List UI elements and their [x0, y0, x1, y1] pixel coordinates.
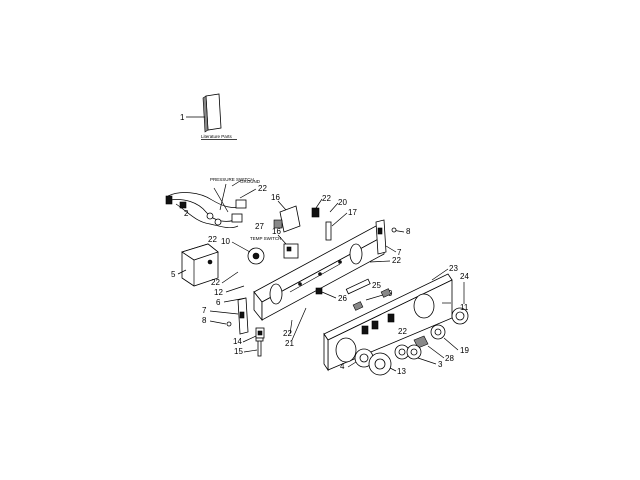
selector-switch	[247, 247, 265, 265]
literature-booklet	[186, 93, 222, 133]
wire-harness	[165, 183, 247, 229]
temp-switch	[283, 243, 299, 259]
switch-rod	[345, 278, 371, 295]
timer-upper	[273, 205, 301, 233]
callout-5: 5	[171, 270, 176, 279]
ground-note: GROUND	[240, 179, 261, 184]
pressure-switch-note: PRESSURE SWITCH	[210, 177, 254, 182]
callout-13: 13	[397, 367, 406, 376]
clip-part	[311, 207, 320, 218]
temp-switch-note: TEMP SWITCH	[250, 236, 281, 241]
callout-20: 20	[338, 198, 347, 207]
end-cap-left	[237, 297, 249, 335]
callout-4: 4	[340, 362, 345, 371]
callout-22-a: 22	[258, 184, 267, 193]
callout-16-b: 16	[272, 227, 281, 236]
knob-4	[354, 348, 374, 368]
callout-25: 25	[372, 281, 381, 290]
callout-22-f: 22	[283, 329, 292, 338]
callout-8-b: 8	[202, 316, 207, 325]
callout-22-d: 22	[211, 278, 220, 287]
callout-14: 14	[233, 337, 242, 346]
knob-19	[430, 324, 446, 340]
knob-3-b	[406, 344, 422, 360]
screw-15	[255, 337, 264, 357]
callout-1: 1	[180, 113, 185, 122]
callout-17: 17	[348, 208, 357, 217]
clip-26	[315, 287, 323, 295]
knob-3-a	[394, 344, 410, 360]
callout-15: 15	[234, 347, 243, 356]
callout-22-c: 22	[208, 235, 217, 244]
literature-parts-note: Literature Parts	[201, 134, 233, 139]
callout-23: 23	[449, 264, 458, 273]
knob-11	[451, 307, 469, 325]
callout-27: 27	[255, 222, 264, 231]
pressure-switch-box	[181, 243, 219, 287]
callout-22-g: 22	[398, 327, 407, 336]
end-cap-right	[375, 219, 387, 255]
knob-13	[368, 352, 392, 376]
callout-8-a: 8	[406, 227, 411, 236]
callout-26: 26	[338, 294, 347, 303]
callout-22-e: 22	[392, 256, 401, 265]
callout-28: 28	[445, 354, 454, 363]
callout-19: 19	[460, 346, 469, 355]
callout-12: 12	[214, 288, 223, 297]
callout-6: 6	[216, 298, 221, 307]
callout-3: 3	[438, 360, 443, 369]
callout-16-a: 16	[271, 193, 280, 202]
console-backsplash	[253, 225, 385, 322]
callout-2: 2	[184, 209, 189, 218]
callout-7-b: 7	[202, 306, 207, 315]
knob-14	[255, 327, 265, 339]
callout-21: 21	[285, 339, 294, 348]
callout-11: 11	[460, 303, 469, 312]
callout-7-a: 7	[397, 248, 402, 257]
callout-10: 10	[221, 237, 230, 246]
callout-22-b: 22	[322, 194, 331, 203]
callout-24: 24	[460, 272, 469, 281]
rod-part	[325, 221, 332, 241]
